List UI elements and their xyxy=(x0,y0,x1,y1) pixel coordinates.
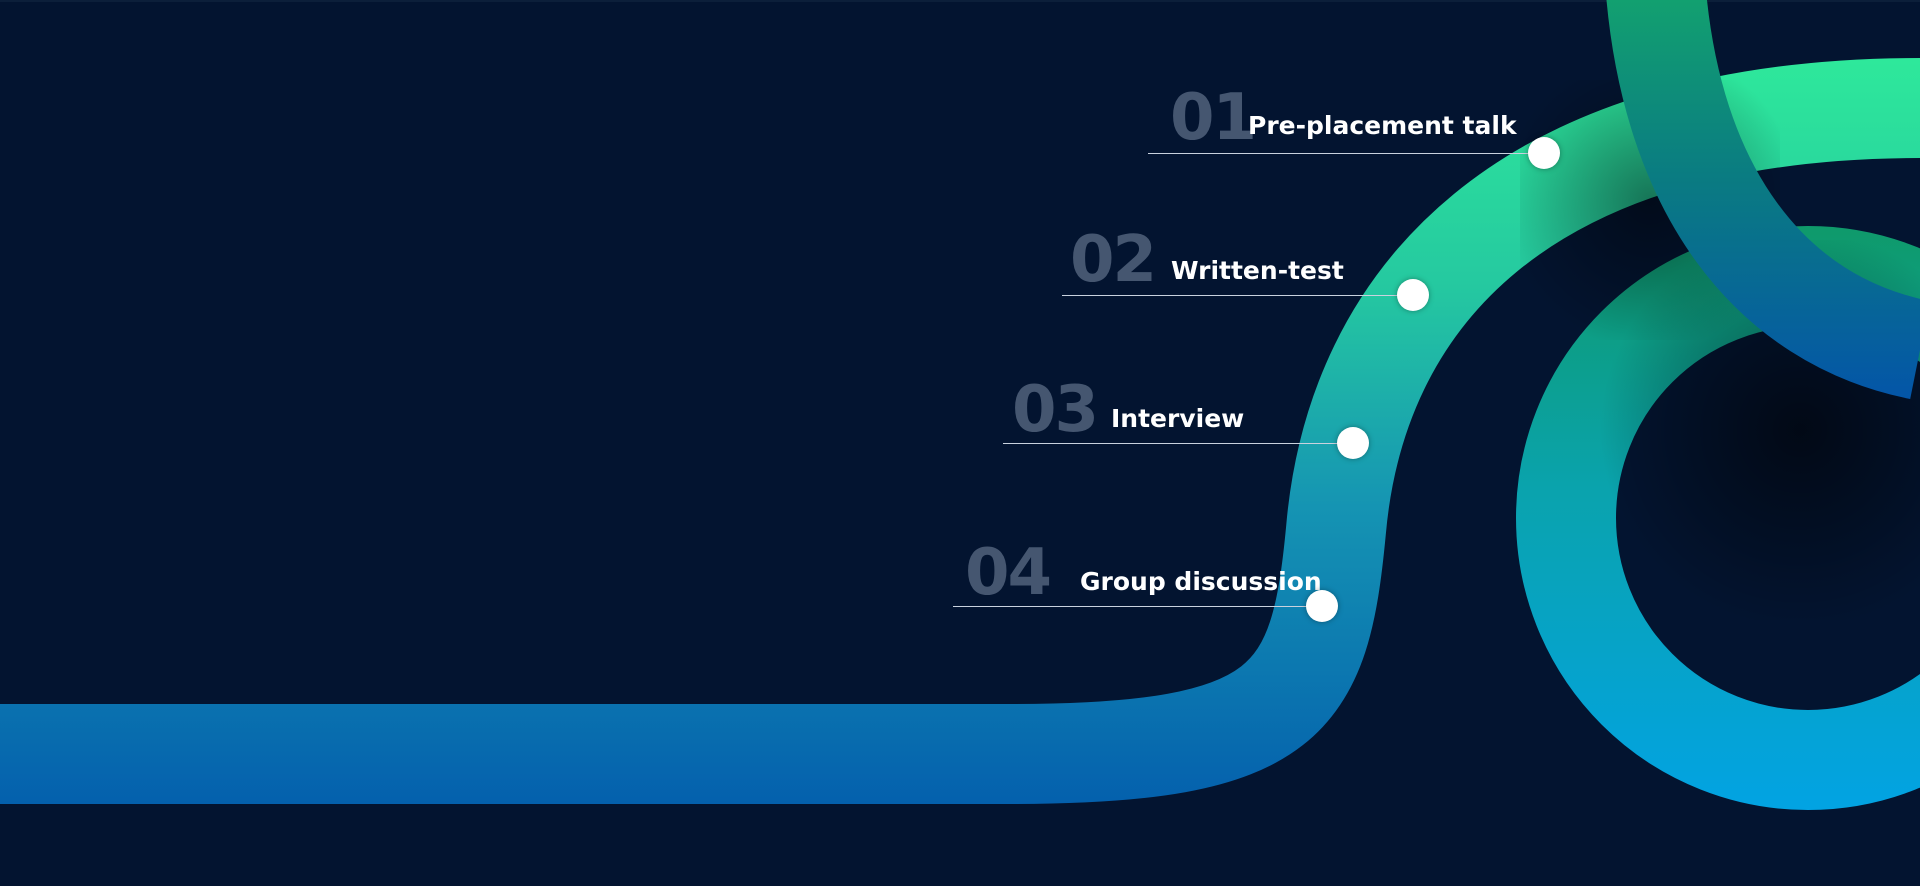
top-loop xyxy=(1606,0,1920,400)
